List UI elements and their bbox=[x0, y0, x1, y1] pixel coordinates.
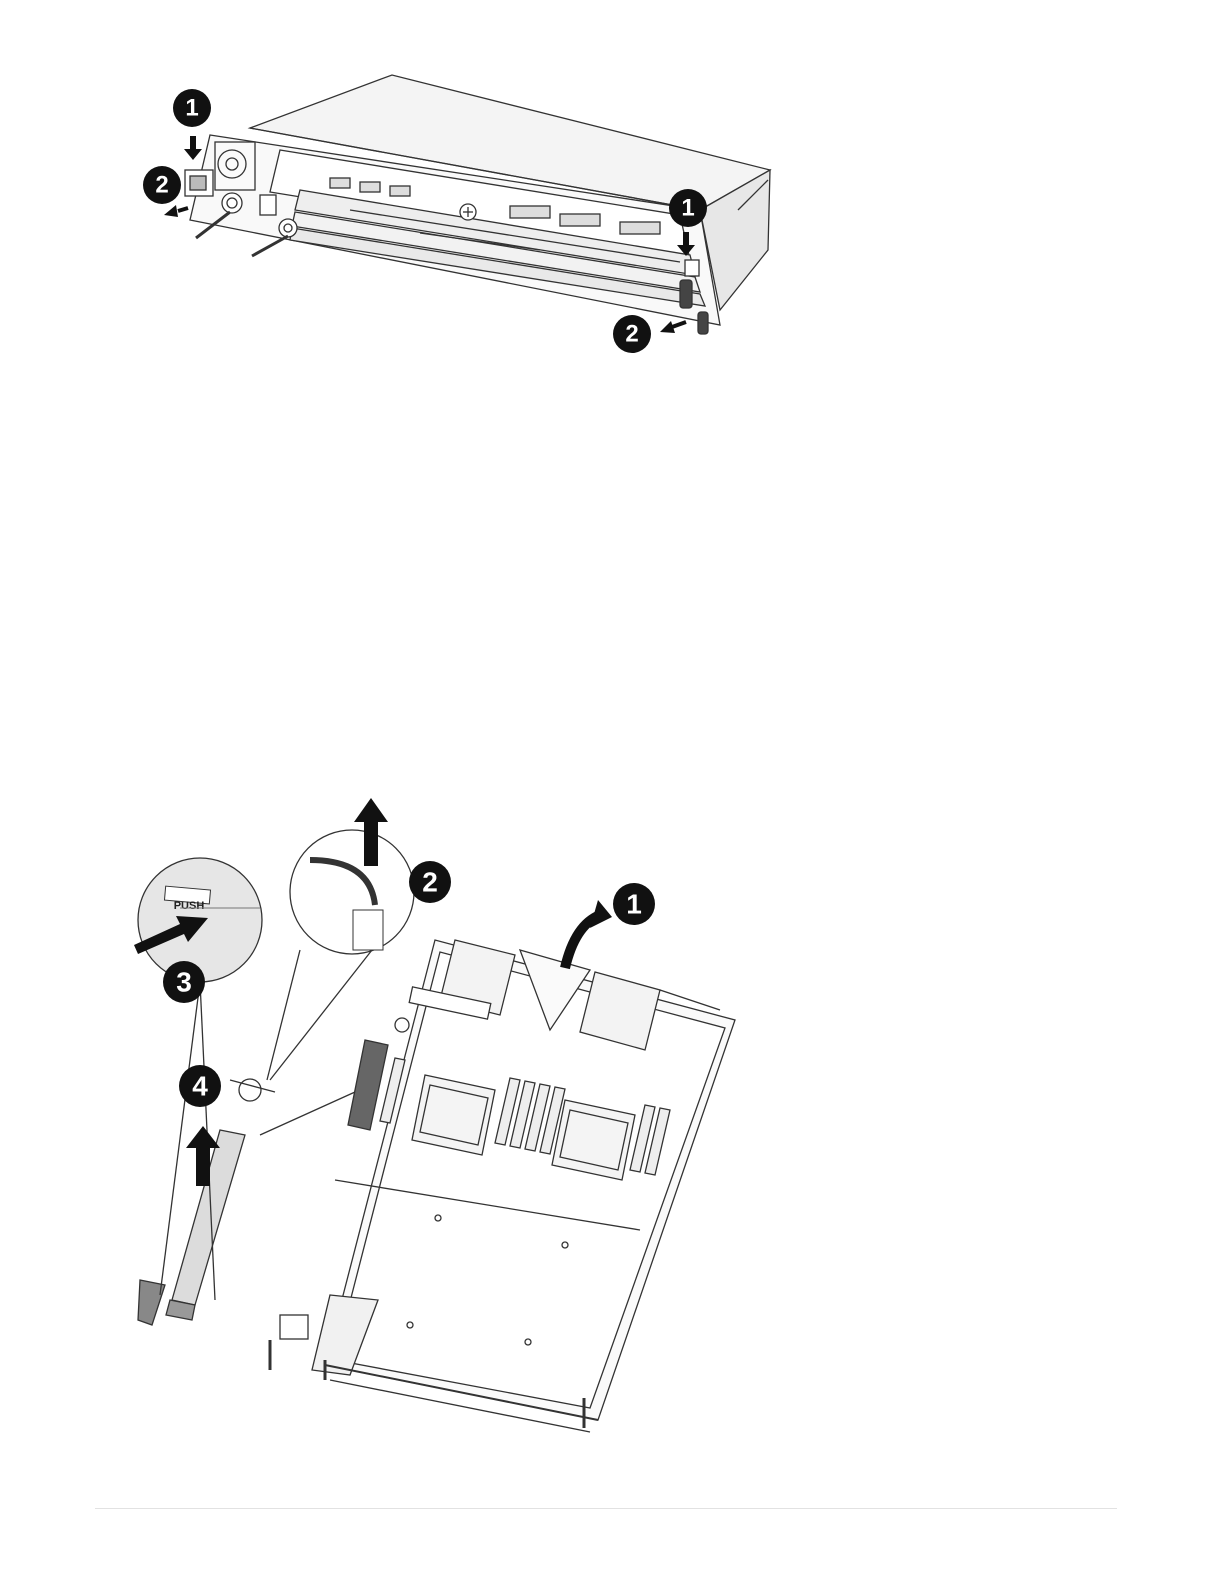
controller-front-illustration: 1 2 1 2 bbox=[120, 60, 800, 390]
figure-battery-removal: PUSH 1 2 3 4 bbox=[120, 780, 760, 1460]
callout-2: 2 bbox=[409, 861, 451, 903]
callout-1-right: 1 bbox=[669, 189, 707, 227]
callout-number: 3 bbox=[176, 967, 192, 998]
controller-internal-illustration: PUSH 1 2 3 4 bbox=[120, 780, 760, 1460]
callout-2-right: 2 bbox=[613, 315, 651, 353]
arrow-down-icon bbox=[184, 136, 202, 160]
callout-number: 1 bbox=[185, 95, 198, 122]
callout-3: 3 bbox=[163, 961, 205, 1003]
callout-number: 4 bbox=[192, 1071, 208, 1102]
callout-4: 4 bbox=[179, 1065, 221, 1107]
detail-cable-connector bbox=[267, 830, 414, 1080]
callout-1: 1 bbox=[613, 883, 655, 925]
callout-1-left: 1 bbox=[173, 89, 211, 127]
callout-number: 2 bbox=[625, 321, 638, 348]
push-label: PUSH bbox=[174, 900, 205, 912]
arrow-left-icon bbox=[164, 205, 188, 217]
callout-number: 1 bbox=[681, 195, 694, 222]
callout-2-left: 2 bbox=[143, 166, 181, 204]
callout-number: 2 bbox=[422, 867, 438, 898]
footer-divider bbox=[95, 1508, 1117, 1509]
callout-number: 1 bbox=[626, 889, 642, 920]
figure-controller-latches: 1 2 1 2 bbox=[120, 60, 800, 390]
arrow-left-icon bbox=[660, 321, 686, 333]
callout-number: 2 bbox=[155, 172, 168, 199]
